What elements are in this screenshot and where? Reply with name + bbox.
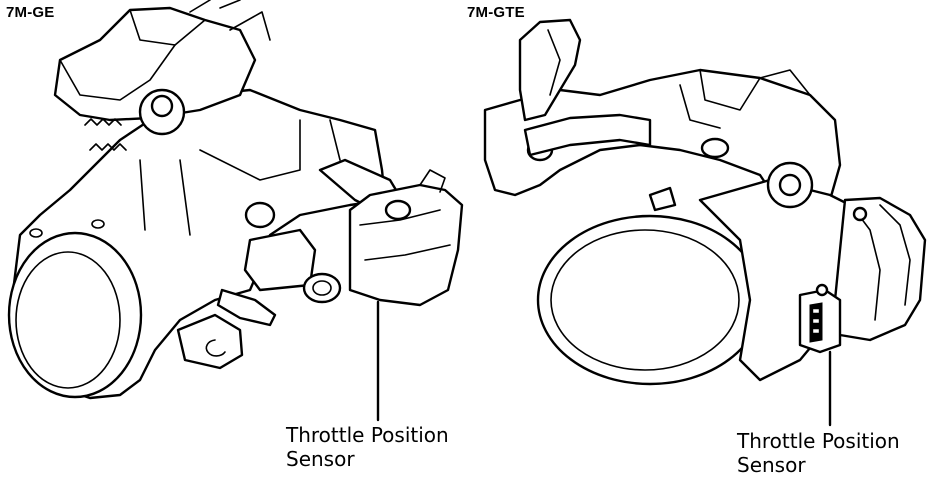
right-model-label: 7M-GTE <box>467 4 525 21</box>
left-throttle-body <box>7 0 464 400</box>
right-callout-line2: Sensor <box>737 453 806 477</box>
right-callout-line1: Throttle Position <box>737 429 900 453</box>
left-lower-pipe <box>243 228 317 292</box>
left-model-label: 7M-GE <box>6 4 55 21</box>
right-tps-callout: Throttle Position Sensor <box>737 429 900 477</box>
left-bore-inner <box>15 251 121 389</box>
left-callout-line1: Throttle Position <box>286 423 449 447</box>
left-tps-callout: Throttle Position Sensor <box>286 423 449 471</box>
right-bore-outer <box>536 214 764 386</box>
left-bore-outer <box>7 231 143 399</box>
right-bore-inner <box>550 229 740 371</box>
left-upper-bracket <box>53 6 257 122</box>
left-spring <box>84 118 127 151</box>
right-throttle-body <box>483 18 927 386</box>
left-tps-body <box>348 183 464 307</box>
right-air-pipe <box>518 18 582 122</box>
left-callout-line2: Sensor <box>286 447 355 471</box>
